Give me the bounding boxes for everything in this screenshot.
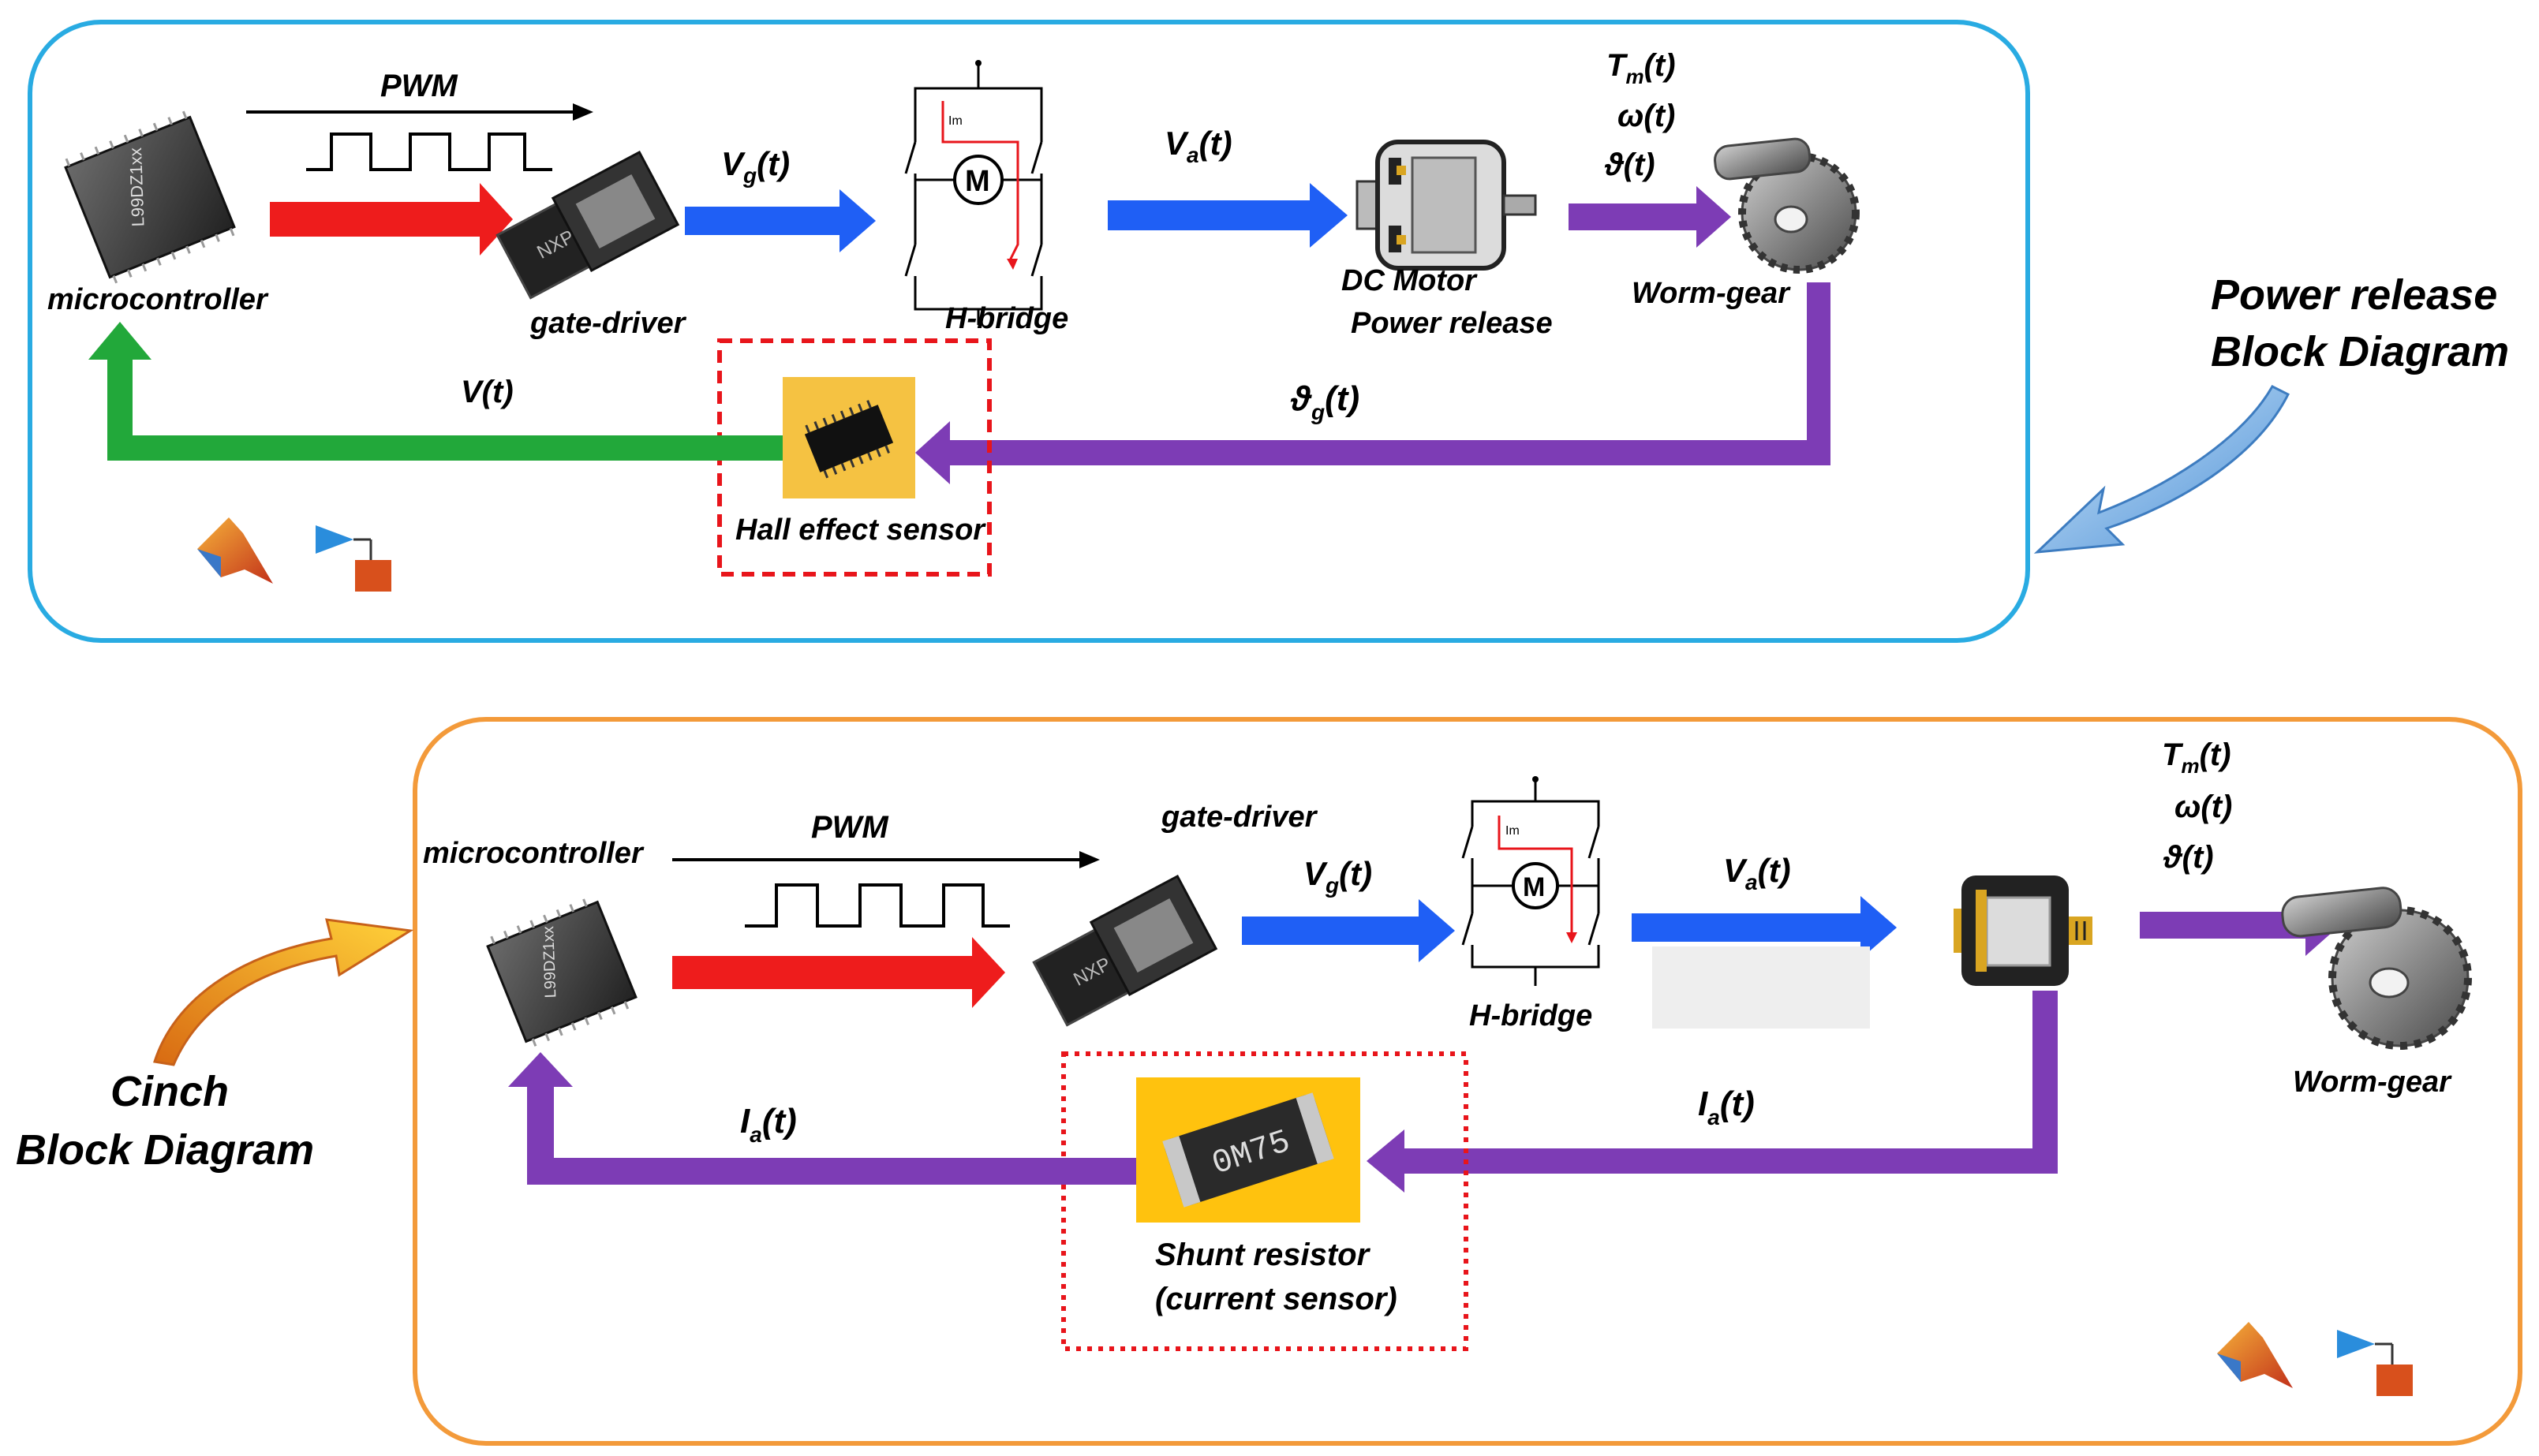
label-power-release-motor: Power release: [1351, 307, 1553, 340]
motor-symbol-bottom: M: [1523, 872, 1545, 902]
vg-signal-arrow: [685, 189, 876, 252]
gate-driver-chip-icon: NXP: [495, 150, 680, 300]
pwm-line-arrow-bottom: [672, 851, 1100, 868]
motor-symbol: M: [965, 165, 990, 198]
dc-motor-icon-bottom: [1954, 875, 2092, 986]
im-label: Im: [948, 114, 963, 128]
top-panel-frame: [28, 20, 2030, 643]
label-va: Va(t): [1165, 125, 1232, 167]
gate-driver-chip-icon-bottom: NXP: [1032, 874, 1218, 1027]
label-microcontroller-bottom: microcontroller: [423, 837, 645, 870]
caption-top-pointer-arrow: [2033, 385, 2290, 554]
ia-feedback-arrow-left: [508, 1052, 1136, 1185]
label-microcontroller: microcontroller: [47, 283, 269, 316]
va-signal-arrow: [1108, 183, 1348, 248]
pwm-line-arrow: [246, 103, 593, 121]
label-vt: V(t): [461, 375, 514, 409]
caption-top-line1: Power release: [2211, 271, 2497, 319]
label-shunt-line1: Shunt resistor: [1155, 1238, 1371, 1272]
label-hall-sensor: Hall effect sensor: [735, 513, 986, 547]
chip-marking-bottom: L99DZ1xx: [540, 926, 559, 999]
label-theta-bottom: ϑ(t): [2163, 840, 2214, 875]
v-feedback-arrow: [88, 322, 783, 461]
label-omega: ω(t): [1617, 99, 1675, 133]
microcontroller-chip-icon-bottom: L99DZ1xx: [486, 898, 638, 1047]
hall-sensor-chip-icon: [783, 377, 915, 498]
caption-bottom-pointer-arrow: [153, 918, 414, 1066]
chip-marking: L99DZ1xx: [125, 147, 148, 227]
pwm-signal-arrow-bottom: [672, 937, 1005, 1008]
caption-bottom-line2: Block Diagram: [16, 1126, 314, 1174]
pwm-signal-arrow: [270, 183, 513, 256]
im-label-bottom: Im: [1505, 824, 1520, 838]
bottom-panel-frame: [413, 717, 2522, 1446]
label-pwm-bottom: PWM: [811, 810, 889, 845]
label-omega-bottom: ω(t): [2174, 790, 2232, 824]
caption-bottom-line1: Cinch: [110, 1068, 229, 1115]
pwm-waveform-bottom: [745, 883, 1010, 928]
label-worm-gear: Worm-gear: [1632, 277, 1791, 310]
label-thetag: ϑg(t): [1290, 379, 1359, 424]
va-signal-arrow-bottom: [1632, 896, 1897, 959]
matlab-icon-bottom: [2217, 1322, 2293, 1388]
mech-output-arrow: [1569, 186, 1731, 248]
microcontroller-chip-icon: L99DZ1xx: [64, 110, 236, 284]
label-ia-right: Ia(t): [1698, 1085, 1755, 1129]
h-bridge-icon: M Im: [904, 60, 1044, 325]
label-dc-motor: DC Motor: [1341, 264, 1478, 297]
label-gate-driver-bottom: gate-driver: [1161, 801, 1318, 834]
label-pwm: PWM: [380, 69, 458, 103]
label-tm: Tm(t): [1606, 48, 1676, 88]
label-tm-bottom: Tm(t): [2162, 737, 2231, 778]
matlab-icon: [197, 517, 273, 584]
label-ia-left: Ia(t): [740, 1102, 797, 1147]
placeholder-gray-block: [1652, 946, 1870, 1029]
ia-feedback-arrow-right: [1367, 991, 2058, 1193]
pwm-waveform: [306, 133, 552, 171]
simulink-block-icon-bottom: [2337, 1330, 2413, 1396]
simulink-block-icon: [316, 525, 391, 592]
label-worm-gear-bottom: Worm-gear: [2293, 1066, 2452, 1099]
worm-gear-icon-bottom: [2281, 887, 2472, 1050]
shunt-resistor-icon: 0M75: [1136, 1077, 1360, 1223]
label-va-bottom: Va(t): [1723, 852, 1791, 894]
label-gate-driver: gate-driver: [529, 307, 687, 340]
caption-top-line2: Block Diagram: [2211, 328, 2509, 375]
label-theta: ϑ(t): [1604, 147, 1655, 182]
label-h-bridge-bottom: H-bridge: [1469, 999, 1592, 1032]
label-vg: Vg(t): [721, 145, 790, 188]
vg-signal-arrow-bottom: [1242, 899, 1455, 962]
dc-motor-icon: [1356, 140, 1537, 271]
worm-gear-icon: [1714, 137, 1860, 274]
label-vg-bottom: Vg(t): [1303, 855, 1372, 898]
label-h-bridge: H-bridge: [945, 302, 1068, 335]
h-bridge-icon-bottom: M Im: [1461, 776, 1601, 986]
shunt-dashed-box: [1061, 1051, 1468, 1351]
label-shunt-line2: (current sensor): [1155, 1282, 1397, 1316]
thetag-feedback-arrow: [915, 282, 1830, 484]
